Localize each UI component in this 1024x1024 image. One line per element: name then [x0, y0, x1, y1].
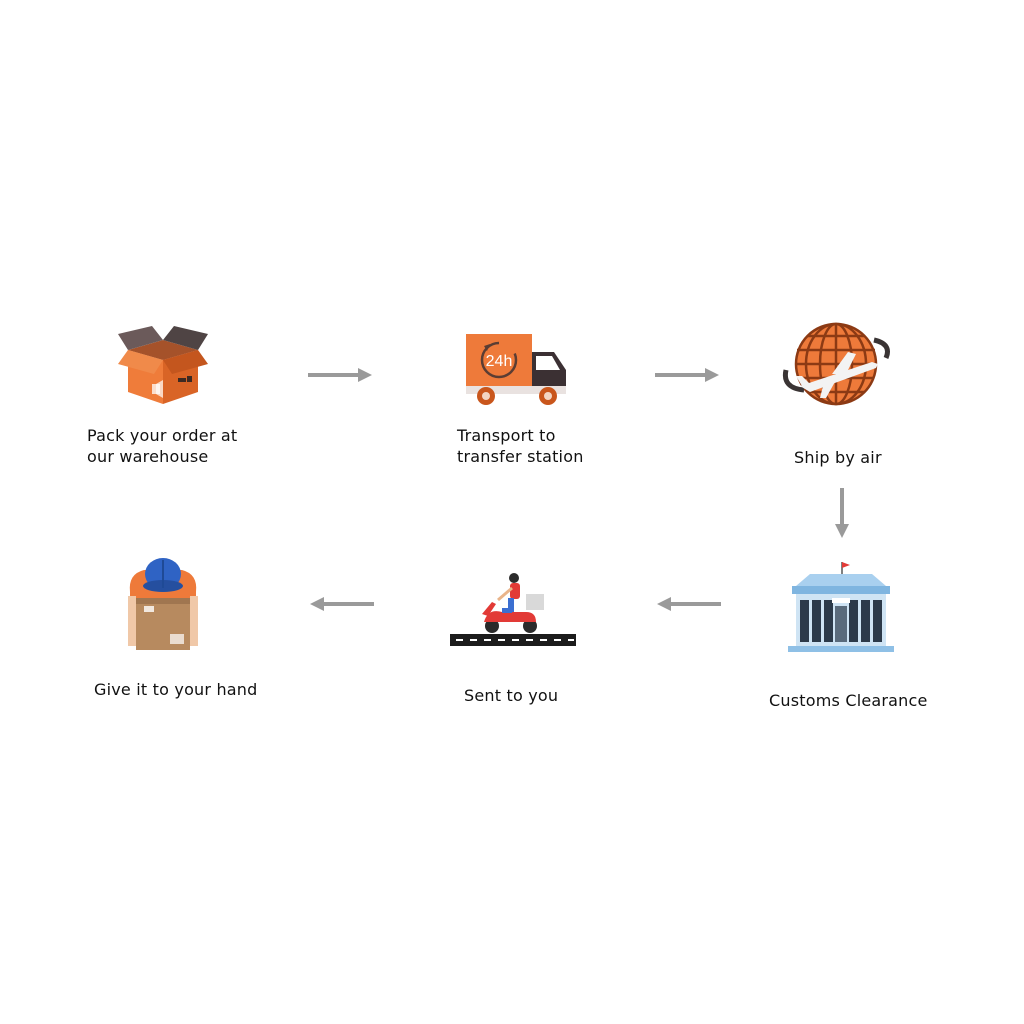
truck-badge-text: 24h — [486, 353, 513, 370]
step-customs-label: Customs Clearance — [769, 690, 928, 711]
globe-airplane-icon — [780, 318, 894, 412]
step-pack-label: Pack your order at our warehouse — [87, 425, 237, 467]
scooter-courier-icon — [448, 570, 578, 650]
step-transport-line1: Transport to — [457, 426, 556, 445]
step-transport-line2: transfer station — [457, 447, 584, 466]
arrow-left-icon — [308, 595, 376, 613]
arrow-down-icon — [832, 486, 852, 540]
arrow-right-icon — [306, 366, 374, 384]
step-pack-line1: Pack your order at — [87, 426, 238, 445]
step-transport-label: Transport to transfer station — [457, 425, 584, 467]
step-give-label: Give it to your hand — [94, 679, 258, 700]
step-give-line1: Give it to your hand — [94, 680, 258, 699]
step-pack-line2: our warehouse — [87, 447, 209, 466]
package-box-icon — [116, 322, 210, 408]
delivery-truck-24h-icon: 24h — [462, 330, 572, 408]
step-sent-line1: Sent to you — [464, 686, 559, 705]
step-air-label: Ship by air — [794, 447, 882, 468]
arrow-right-icon — [653, 366, 721, 384]
arrow-left-icon — [655, 595, 723, 613]
step-customs-line1: Customs Clearance — [769, 691, 928, 710]
customs-building-icon — [786, 560, 896, 656]
step-air-line1: Ship by air — [794, 448, 882, 467]
courier-handing-box-icon — [124, 552, 202, 656]
step-sent-label: Sent to you — [464, 685, 558, 706]
